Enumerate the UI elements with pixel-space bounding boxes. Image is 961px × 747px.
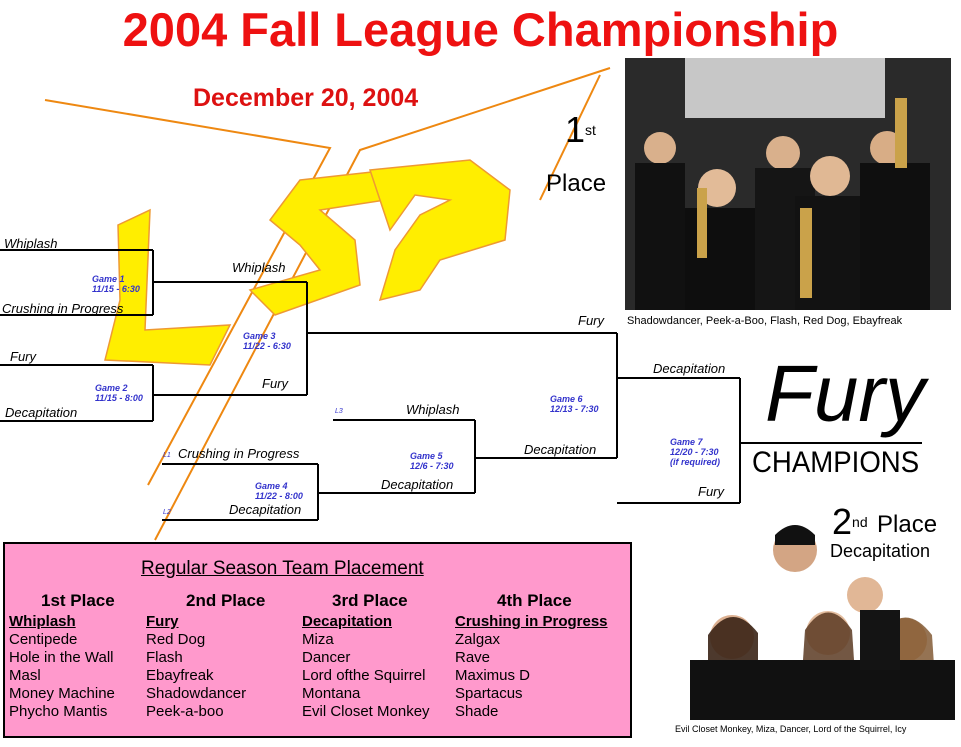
season-team: Fury bbox=[146, 613, 179, 630]
page-title: 2004 Fall League Championship bbox=[122, 3, 839, 56]
bracket-team: Decapitation bbox=[524, 442, 597, 457]
season-player: Centipede bbox=[9, 631, 78, 648]
season-player: Red Dog bbox=[146, 631, 206, 648]
first-place-caption: Shadowdancer, Peek-a-Boo, Flash, Red Dog… bbox=[627, 315, 903, 327]
season-column: 3rd Place Decapitation Miza Dancer Lord … bbox=[302, 592, 430, 721]
bracket-team: Decapitation bbox=[229, 502, 302, 517]
champions-label: CHAMPIONS bbox=[752, 446, 920, 479]
bracket-team: Decapitation bbox=[653, 361, 726, 376]
season-player: Lord ofthe Squirrel bbox=[302, 667, 426, 684]
season-player: Money Machine bbox=[9, 685, 115, 702]
regular-season-box: Regular Season Team Placement 1st Place … bbox=[3, 542, 632, 738]
bracket-team: Fury bbox=[698, 484, 724, 499]
season-team: Whiplash bbox=[9, 613, 76, 630]
bracket-team: Crushing in Progress bbox=[178, 446, 300, 461]
bracket-team: Decapitation bbox=[381, 477, 454, 492]
season-player: Phycho Mantis bbox=[9, 703, 108, 720]
champion-team: Fury bbox=[765, 349, 925, 438]
bracket-team: Crushing in Progress bbox=[2, 301, 124, 316]
season-place: 1st Place bbox=[41, 591, 115, 610]
second-place-caption: Evil Closet Monkey, Miza, Dancer, Lord o… bbox=[675, 724, 907, 734]
bracket-team: Whiplash bbox=[232, 260, 286, 275]
season-place: 3rd Place bbox=[332, 591, 408, 610]
season-player: Rave bbox=[455, 649, 491, 666]
bracket-team: Fury bbox=[578, 313, 604, 328]
season-player: Miza bbox=[302, 631, 334, 648]
season-player: Masl bbox=[9, 667, 41, 684]
bracket-team: Fury bbox=[262, 376, 288, 391]
first-place-heading: 1st bbox=[565, 109, 596, 150]
season-column: 1st Place Whiplash Centipede Hole in the… bbox=[9, 592, 115, 721]
season-player: Ebayfreak bbox=[146, 667, 214, 684]
season-team: Crushing in Progress bbox=[455, 613, 608, 630]
season-column: 2nd Place Fury Red Dog Flash Ebayfreak S… bbox=[146, 592, 265, 721]
second-place-heading: 2nd bbox=[832, 501, 868, 542]
bracket-team: Whiplash bbox=[4, 236, 58, 251]
season-player: Peek-a-boo bbox=[146, 703, 224, 720]
bracket-team: Decapitation bbox=[5, 405, 78, 420]
first-place-team-photo bbox=[625, 58, 951, 310]
season-column: 4th Place Crushing in Progress Zalgax Ra… bbox=[455, 592, 608, 721]
season-player: Montana bbox=[302, 685, 361, 702]
season-title: Regular Season Team Placement bbox=[141, 558, 424, 579]
season-player: Dancer bbox=[302, 649, 351, 666]
second-place-word: Place bbox=[877, 511, 938, 538]
event-date: December 20, 2004 bbox=[193, 84, 419, 112]
season-player: Zalgax bbox=[455, 631, 501, 648]
season-player: Flash bbox=[146, 649, 183, 666]
season-place: 4th Place bbox=[497, 591, 572, 610]
bracket-team: Whiplash bbox=[406, 402, 460, 417]
second-place-team: Decapitation bbox=[830, 541, 931, 561]
season-player: Evil Closet Monkey bbox=[302, 703, 430, 720]
season-player: Maximus D bbox=[455, 667, 531, 684]
season-player: Hole in the Wall bbox=[9, 649, 114, 666]
second-place-team-photo bbox=[680, 515, 955, 720]
season-player: Shadowdancer bbox=[146, 685, 247, 702]
season-player: Shade bbox=[455, 703, 499, 720]
first-place-word: Place bbox=[546, 170, 607, 197]
loser-tag: L1 bbox=[163, 452, 171, 459]
loser-tag: L2 bbox=[163, 509, 171, 516]
season-place: 2nd Place bbox=[186, 591, 266, 610]
season-team: Decapitation bbox=[302, 613, 393, 630]
loser-tag: L3 bbox=[335, 408, 343, 415]
season-player: Spartacus bbox=[455, 685, 523, 702]
bracket-team: Fury bbox=[10, 349, 36, 364]
